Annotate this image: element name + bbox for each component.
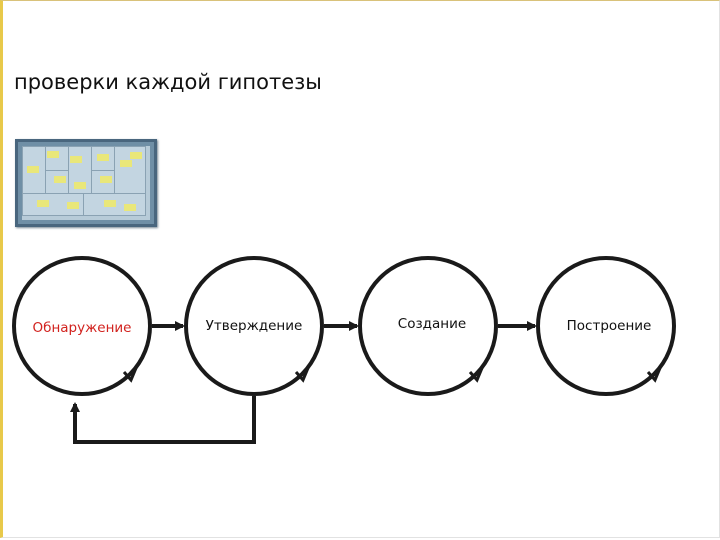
stage-label-creation: Создание xyxy=(398,316,466,332)
loop-arrow-icon xyxy=(646,367,662,383)
loop-arrow-icon xyxy=(122,367,138,383)
stage-circle-building xyxy=(536,256,676,396)
feedback-arrow xyxy=(70,396,256,444)
business-model-canvas-image xyxy=(15,139,157,227)
loop-arrow-icon xyxy=(468,367,484,383)
stage-circle-creation xyxy=(358,256,498,396)
stage-label-discovery: Обнаружение xyxy=(33,320,132,336)
stage-circle-discovery xyxy=(12,256,152,396)
loop-arrow-icon xyxy=(294,367,310,383)
page-title: проверки каждой гипотезы xyxy=(14,70,322,94)
stage-label-building: Построение xyxy=(567,318,652,334)
stage-circle-validation xyxy=(184,256,324,396)
stage-label-validation: Утверждение xyxy=(206,318,303,334)
